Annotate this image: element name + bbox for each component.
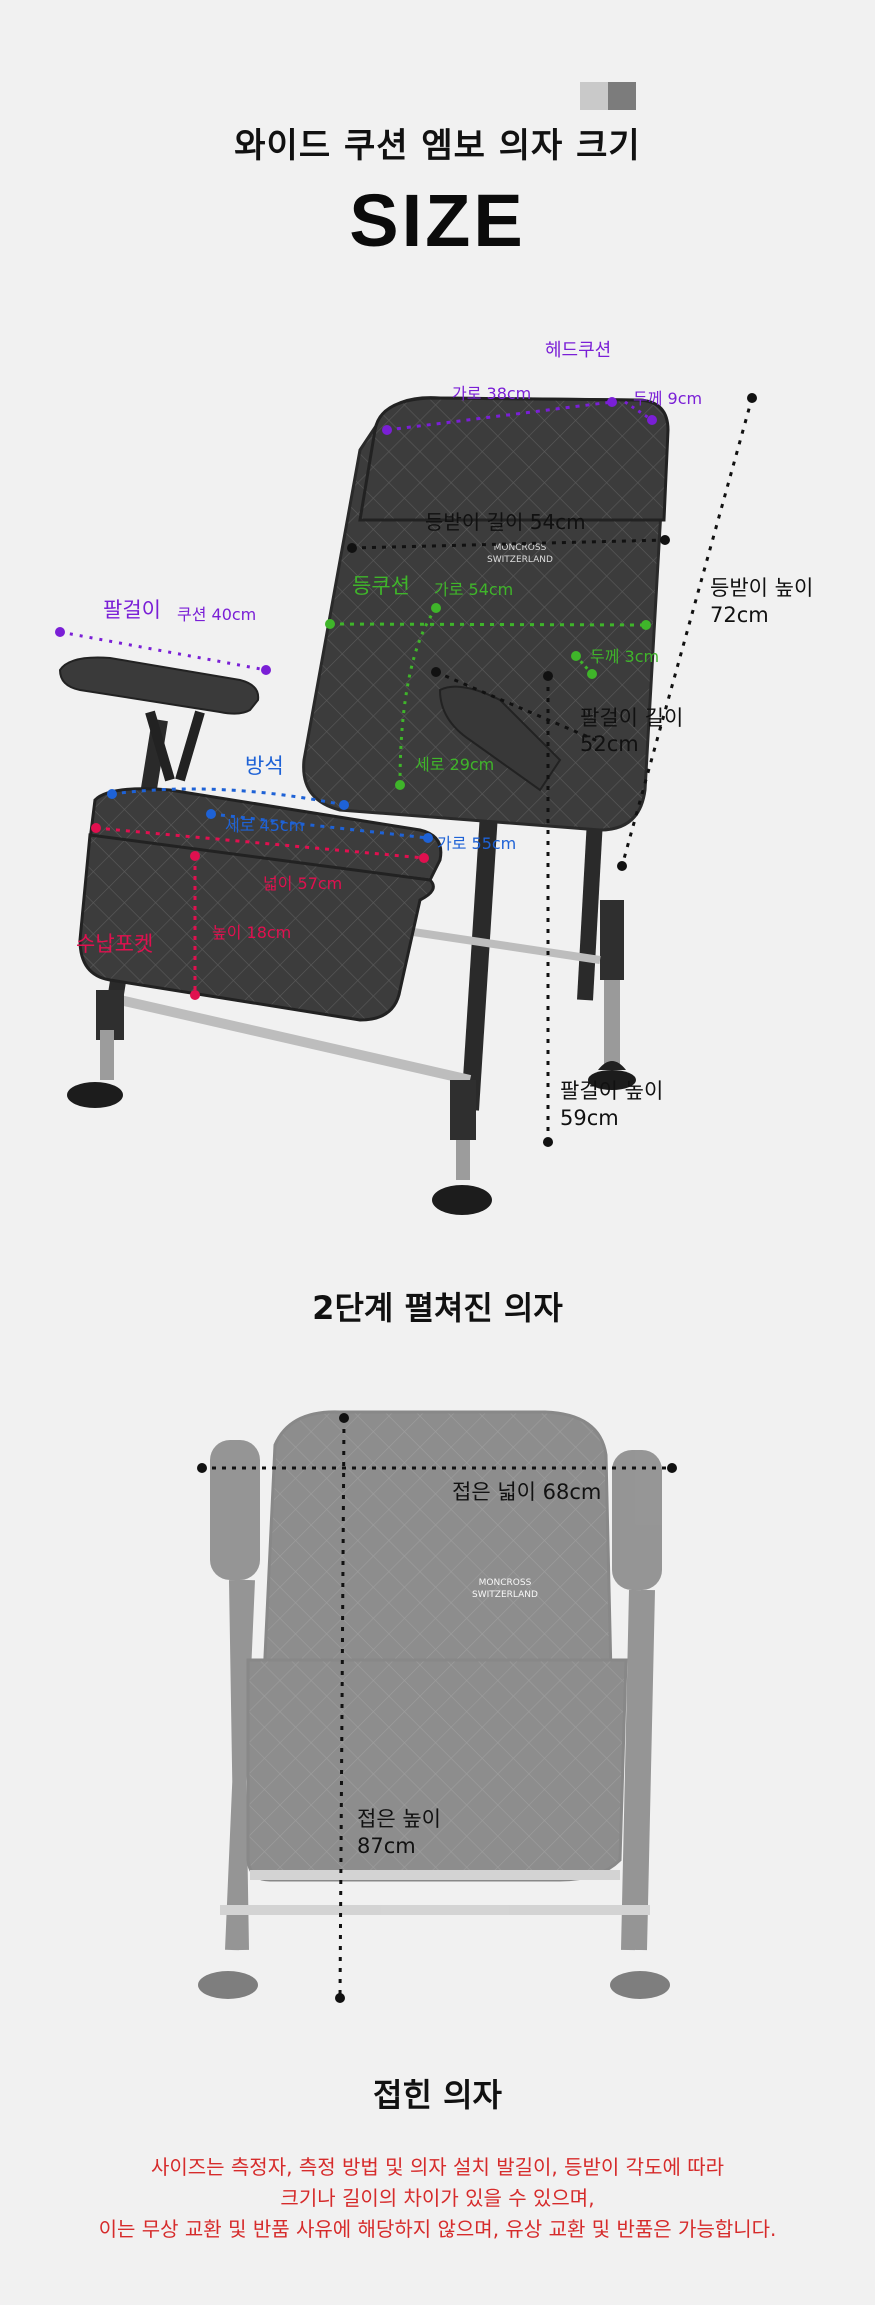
back-cushion-width-line <box>329 622 647 627</box>
folded-foot-right <box>610 1971 670 1999</box>
label-folded-width: 접은 넓이 68cm <box>452 1480 602 1504</box>
label-armrest-cushion: 쿠션 40cm <box>177 605 257 624</box>
head-thickness-line <box>624 400 653 422</box>
size-notice: 사이즈는 측정자, 측정 방법 및 의자 설치 발길이, 등받이 각도에 따라 … <box>0 2152 875 2245</box>
label-back-cushion-width: 가로 54cm <box>434 580 514 599</box>
folded-chair-illustration: MONCROSS SWITZERLAND <box>197 1410 677 2003</box>
label-head-width: 가로 38cm <box>452 384 532 403</box>
front-foot-left <box>67 1082 123 1108</box>
head-width-line <box>386 400 613 432</box>
armrest-length-line <box>435 670 601 744</box>
folded-backrest <box>260 1410 614 1722</box>
cross-bar-front <box>118 995 472 1085</box>
armrest-right <box>438 685 562 792</box>
label-armrest-length-title: 팔걸이 길이 <box>580 706 684 730</box>
label-armrest-length-value: 52cm <box>580 732 639 756</box>
back-height-line <box>620 397 754 867</box>
color-swatch-light <box>580 82 608 110</box>
folded-foot-left <box>198 1971 258 1999</box>
label-head-cushion: 헤드쿠션 <box>545 340 612 361</box>
label-back-length: 등받이 길이 54cm <box>425 510 586 534</box>
label-back-height-title: 등받이 높이 <box>710 576 814 600</box>
back-cushion-height-line <box>398 607 438 786</box>
page-subtitle: SIZE <box>349 179 526 262</box>
label-head-thickness: 두께 9cm <box>633 389 703 408</box>
label-pocket-height: 높이 18cm <box>212 923 292 942</box>
color-swatch-dark <box>608 82 636 110</box>
head-cushion <box>358 396 670 522</box>
folded-caption: 접힌 의자 <box>373 2076 502 2114</box>
unfolded-caption: 2단계 펼쳐진 의자 <box>312 1289 563 1327</box>
armrest-cushion-line <box>59 630 267 672</box>
label-back-cushion: 등쿠션 <box>352 574 410 598</box>
label-pocket-width: 넓이 57cm <box>263 874 343 893</box>
rear-leg-extension <box>604 980 620 1070</box>
front-leg-extension <box>100 1030 114 1080</box>
label-armrest-height-value: 59cm <box>560 1106 619 1130</box>
folded-seat <box>246 1658 628 1882</box>
front-foot-right <box>432 1185 492 1215</box>
brand-logo-line2: SWITZERLAND <box>487 555 553 565</box>
page-title: 와이드 쿠션 엠보 의자 크기 <box>234 126 641 166</box>
label-pocket: 수납포켓 <box>76 932 154 956</box>
folded-brand-line1: MONCROSS <box>479 1578 532 1588</box>
seat-width-line <box>210 812 429 840</box>
rear-leg-joint <box>600 900 624 980</box>
armrest-left <box>58 656 260 715</box>
folded-armrest-left <box>210 1440 260 1580</box>
folded-armrest-right <box>612 1450 662 1590</box>
folded-brand-line2: SWITZERLAND <box>472 1590 538 1600</box>
label-back-cushion-thickness: 두께 3cm <box>590 647 660 666</box>
unfolded-chair-illustration: MONCROSS SWITZERLAND <box>58 396 670 1215</box>
label-seat-depth: 세로 45cm <box>225 816 305 835</box>
unfolded-measurements <box>55 393 757 1147</box>
label-seat-width: 가로 55cm <box>437 834 517 853</box>
label-back-height-value: 72cm <box>710 603 769 627</box>
label-folded-height-title: 접은 높이 <box>357 1807 441 1831</box>
storage-pocket <box>78 833 435 1022</box>
brand-logo-line1: MONCROSS <box>494 543 547 553</box>
seat-depth-line <box>111 787 345 807</box>
rear-foot-right <box>588 1070 636 1090</box>
notice-line-3: 이는 무상 교환 및 반품 사유에 해당하지 않으며, 유상 교환 및 반품은 … <box>98 2217 777 2241</box>
label-seat-cushion: 방석 <box>245 754 284 778</box>
label-back-cushion-height: 세로 29cm <box>415 755 495 774</box>
label-armrest-height-title: 팔걸이 높이 <box>560 1079 664 1103</box>
label-folded-height-value: 87cm <box>357 1834 416 1858</box>
notice-line-1: 사이즈는 측정자, 측정 방법 및 의자 설치 발길이, 등받이 각도에 따라 <box>150 2155 725 2179</box>
back-length-line <box>351 538 666 550</box>
label-armrest: 팔걸이 <box>103 598 161 622</box>
cross-bar-rear <box>399 926 601 964</box>
notice-line-2: 크기나 길이의 차이가 있을 수 있으며, <box>280 2186 595 2210</box>
